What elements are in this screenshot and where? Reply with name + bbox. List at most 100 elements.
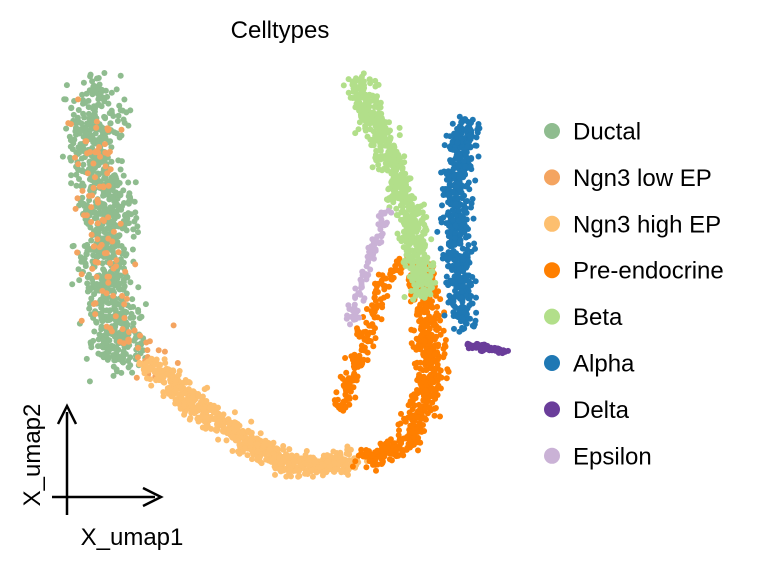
data-point [339,467,346,473]
data-point [334,466,341,473]
y-axis-label: X_umap2 [19,404,46,507]
data-point [143,339,150,346]
data-point [372,83,379,90]
data-point [90,160,97,167]
data-point [91,243,98,250]
data-point [412,210,419,216]
data-point [363,449,370,456]
data-point [464,198,471,204]
data-point [386,283,392,290]
data-point [428,393,435,400]
data-point [417,359,424,366]
data-point [186,379,192,385]
data-point [364,332,371,339]
data-point [162,360,169,366]
data-point [77,254,84,261]
data-point [229,433,236,440]
data-point [473,142,480,149]
data-point [72,154,78,161]
data-point [343,369,350,376]
data-point [451,241,458,248]
data-point [95,75,102,81]
data-point [101,208,108,215]
data-point [138,313,145,320]
data-point [108,144,115,151]
data-point [394,230,401,237]
data-point [464,257,471,263]
data-point [215,404,221,411]
data-point [229,448,236,454]
data-point [65,120,72,127]
data-point [113,257,120,264]
data-point [107,325,114,332]
data-point [106,313,113,319]
data-point [347,321,353,328]
data-point [352,458,359,465]
data-point [110,228,117,235]
data-point [421,338,428,345]
data-point [420,349,427,356]
data-point [99,128,106,135]
data-point [106,220,112,227]
data-point [373,287,379,294]
data-point [115,242,122,249]
y-arrowhead-icon [56,403,78,425]
data-point [153,356,160,363]
data-point [261,440,268,447]
data-point [375,110,382,117]
data-point [437,296,444,303]
data-point [372,95,378,102]
data-point [132,209,139,216]
data-point [277,466,284,472]
data-point [458,213,465,220]
data-point [181,403,187,410]
data-point [463,292,470,299]
data-point [427,373,434,380]
data-point [358,446,365,453]
data-point [361,344,368,351]
data-point [387,136,394,143]
data-point [86,197,93,204]
data-point [88,295,95,302]
data-point [312,459,319,466]
data-point [105,100,112,107]
data-point [305,456,312,463]
data-point [456,170,463,177]
chart-title: Celltypes [231,17,330,44]
data-point [76,277,83,284]
data-point [445,299,452,306]
data-point [416,311,423,317]
data-point [110,352,117,359]
data-point [434,343,441,350]
data-point [390,165,397,172]
data-point [372,456,379,462]
data-point [377,99,384,106]
data-point [99,260,106,267]
data-point [302,470,309,477]
data-point [441,142,448,149]
data-point [420,214,427,221]
data-point [417,439,424,446]
data-point [435,356,441,363]
data-point [344,312,351,319]
data-point [89,265,96,272]
data-point [75,118,82,125]
data-point [416,371,423,378]
data-point [360,85,367,92]
data-point [123,290,130,297]
data-point [104,273,111,280]
data-point [94,236,101,243]
data-point [465,341,472,348]
data-point [428,236,435,243]
data-point [367,126,374,133]
data-point [431,336,438,343]
data-point [405,402,412,409]
data-point [164,371,171,378]
data-point [443,273,450,280]
data-point [412,292,419,299]
data-point [144,347,151,354]
data-point [386,119,392,126]
data-point [358,73,365,80]
data-point [235,437,241,444]
data-point [466,155,473,162]
